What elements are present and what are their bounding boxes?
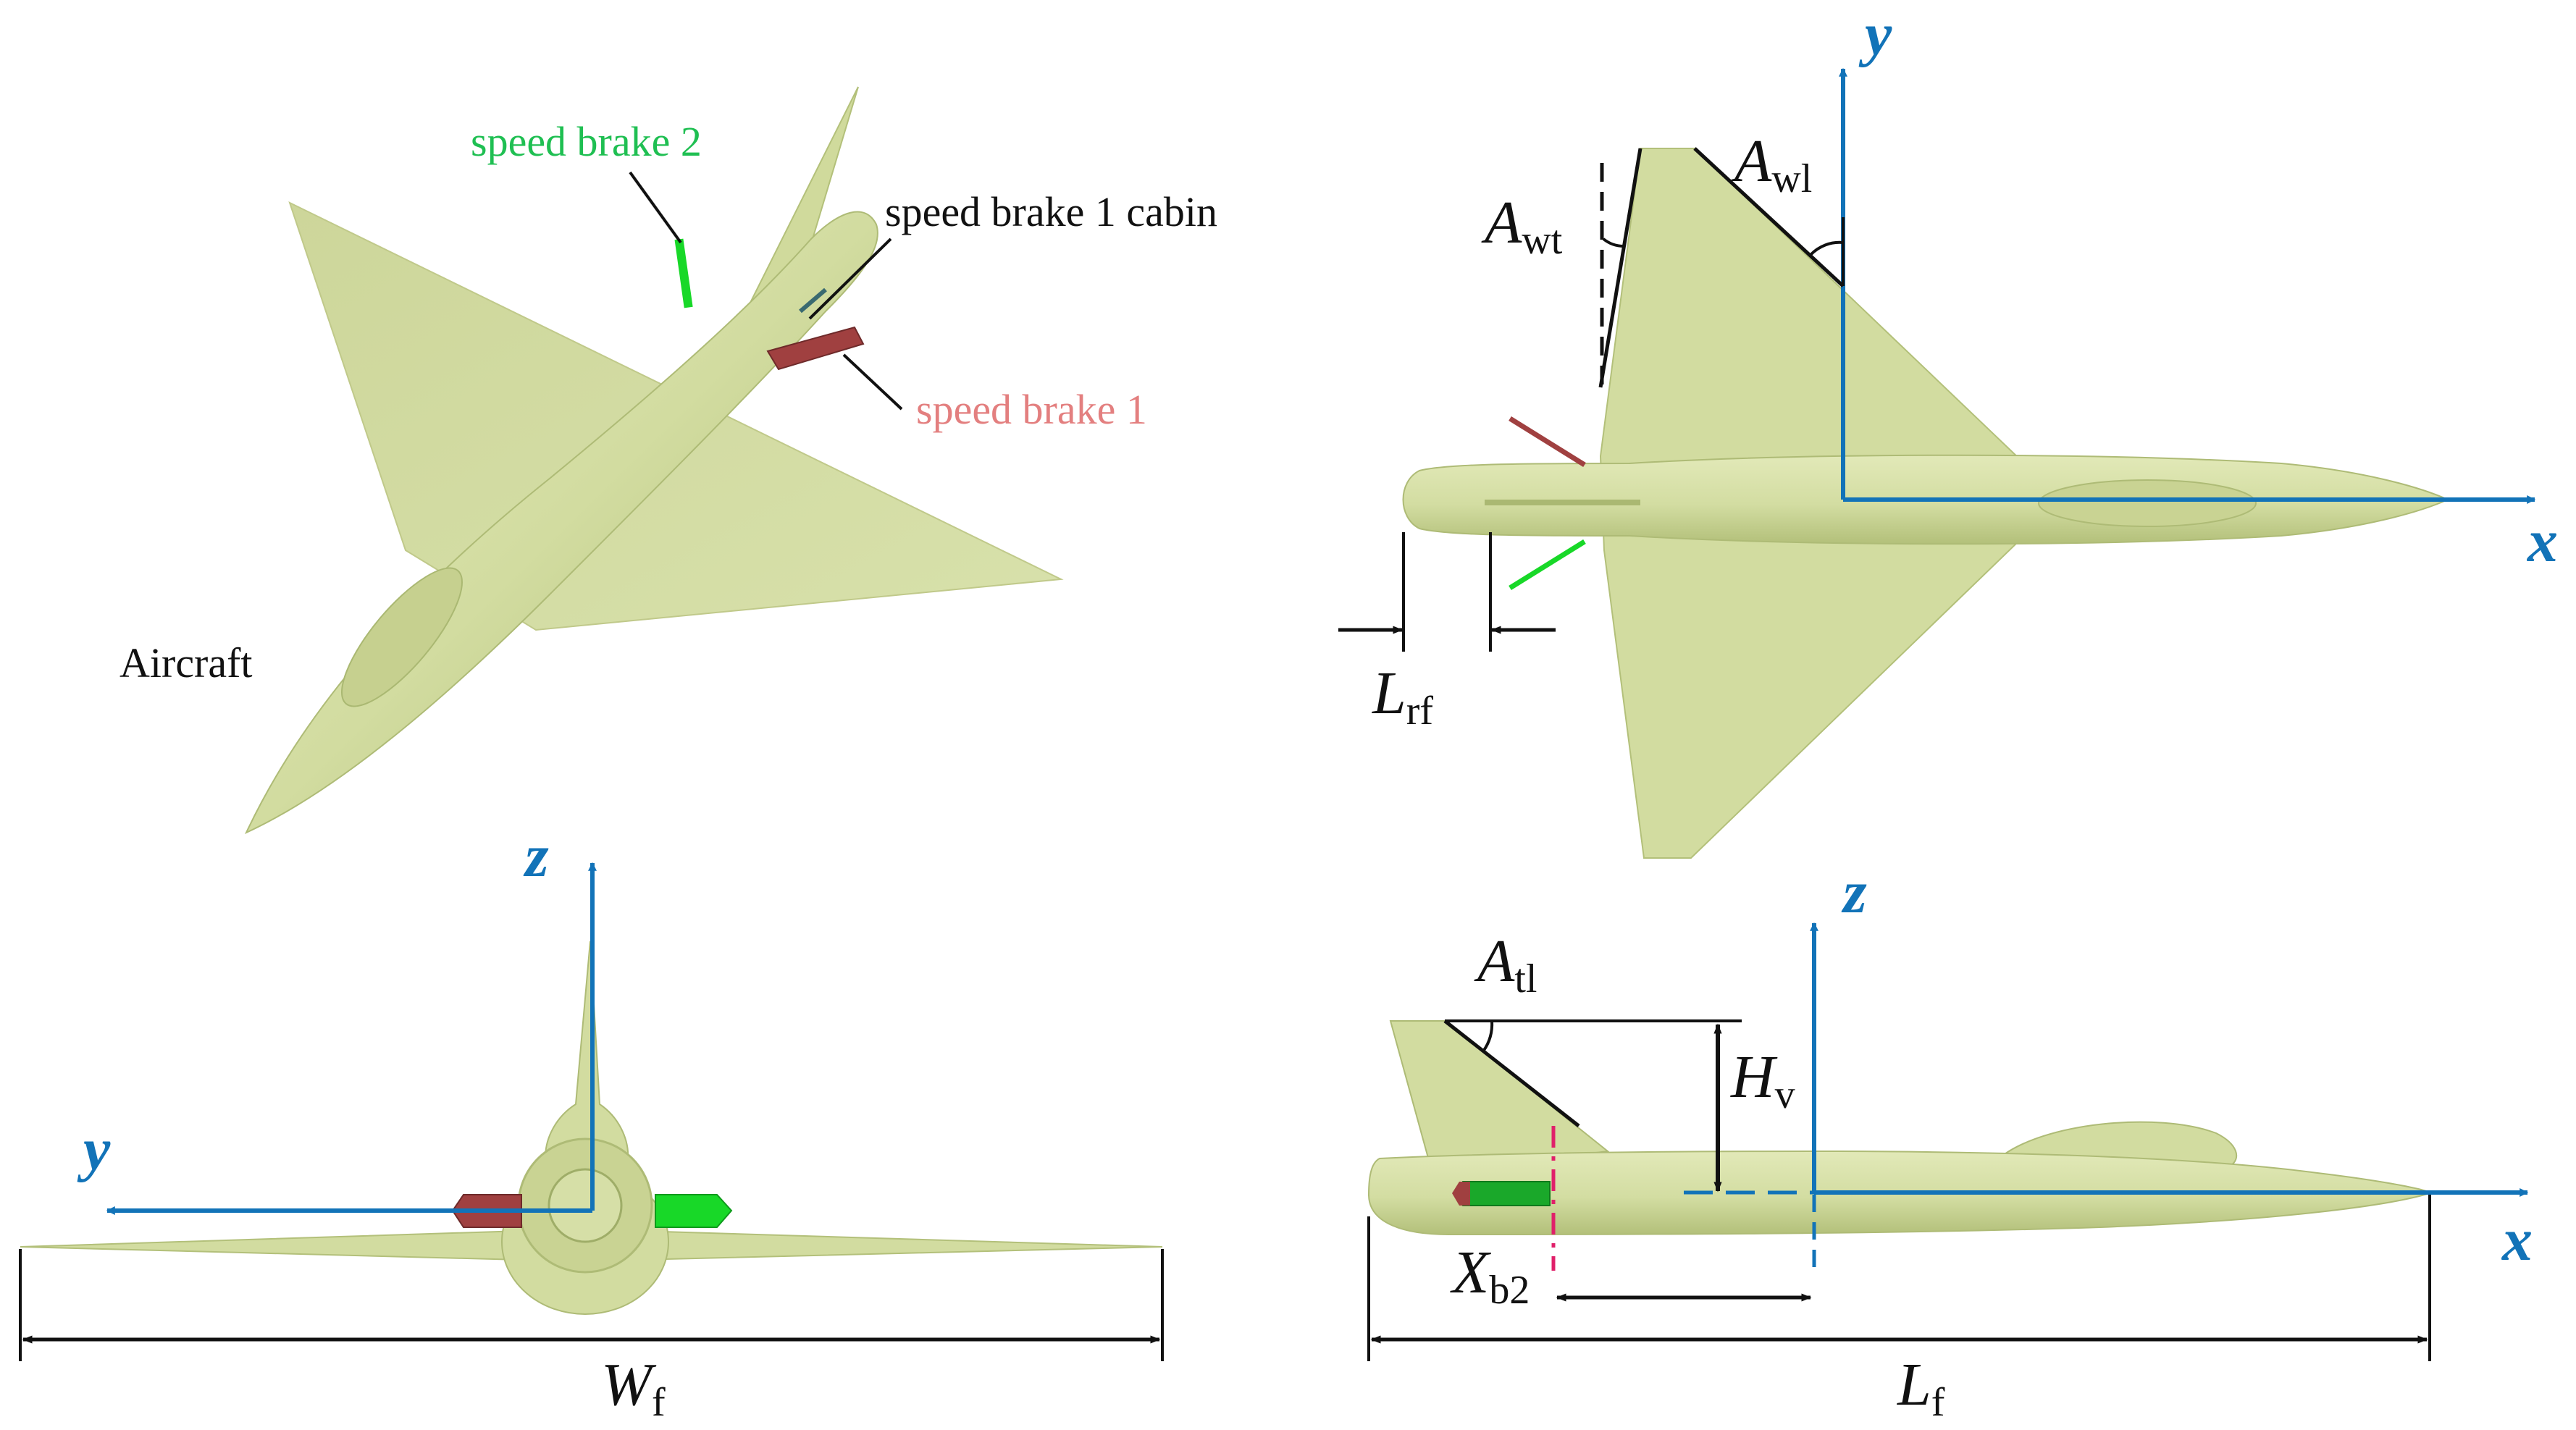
top-view-speed-brake-2 bbox=[1509, 539, 1586, 590]
top-view-canopy bbox=[2038, 479, 2257, 527]
lf-symbol: Lf bbox=[1897, 1351, 1945, 1425]
lrf-symbol: Lrf bbox=[1372, 660, 1433, 733]
front-view-speed-brake-2 bbox=[655, 1194, 733, 1228]
top-view-y-label: y bbox=[1858, 1, 1892, 68]
hv-symbol: Hv bbox=[1730, 1043, 1795, 1117]
awl-angle-arc bbox=[1809, 240, 1844, 256]
top-view-brake-cabin bbox=[1485, 500, 1640, 505]
side-view-tail bbox=[1389, 1020, 1610, 1167]
isometric-speed-brake-2 bbox=[674, 238, 693, 308]
panel-side-view: Atl Hv z x Xb2 Lf bbox=[1367, 859, 2533, 1425]
wf-main: W bbox=[601, 1351, 657, 1418]
awl-edge-line bbox=[1693, 147, 1845, 287]
wf-symbol: Wf bbox=[601, 1351, 666, 1425]
panel-isometric-view: speed brake 2 speed brake 1 cabin speed … bbox=[119, 86, 1217, 835]
isometric-canopy bbox=[341, 567, 463, 707]
front-view-nozzle-inner bbox=[547, 1168, 623, 1243]
awt-symbol: Awt bbox=[1481, 189, 1563, 263]
awt-edge-line bbox=[1598, 148, 1642, 388]
label-speed-brake-1: speed brake 1 bbox=[916, 386, 1147, 433]
awl-main: A bbox=[1731, 127, 1772, 195]
side-view-speed-brake-1 bbox=[1452, 1182, 1470, 1206]
hv-main: H bbox=[1730, 1043, 1778, 1111]
svg-text:Hv: Hv bbox=[1730, 1043, 1795, 1117]
atl-symbol: Atl bbox=[1474, 928, 1537, 1001]
svg-text:Awt: Awt bbox=[1481, 189, 1563, 263]
svg-text:Atl: Atl bbox=[1474, 928, 1537, 1001]
top-view-x-label: x bbox=[2526, 508, 2558, 575]
atl-sub: tl bbox=[1514, 956, 1537, 1001]
lrf-sub: rf bbox=[1406, 689, 1434, 733]
leader-speed-brake-2 bbox=[629, 171, 682, 244]
awt-angle-arc bbox=[1602, 237, 1624, 248]
xb2-main: X bbox=[1450, 1239, 1492, 1306]
front-view-z-label: z bbox=[523, 823, 549, 890]
awt-sub: wt bbox=[1522, 218, 1562, 263]
svg-text:Xb2: Xb2 bbox=[1450, 1239, 1530, 1313]
awt-main: A bbox=[1481, 189, 1522, 256]
side-view-z-label: z bbox=[1841, 859, 1867, 926]
atl-angle-arc bbox=[1482, 1020, 1494, 1053]
front-view-y-label: y bbox=[77, 1116, 111, 1183]
label-aircraft: Aircraft bbox=[119, 639, 253, 686]
lf-main: L bbox=[1897, 1351, 1931, 1418]
atl-main: A bbox=[1474, 928, 1515, 995]
lrf-main: L bbox=[1372, 660, 1406, 727]
wf-sub: f bbox=[652, 1380, 666, 1425]
svg-text:Wf: Wf bbox=[601, 1351, 666, 1425]
side-view-x-label: x bbox=[2501, 1206, 2533, 1274]
xb2-sub: b2 bbox=[1489, 1268, 1530, 1313]
label-speed-brake-2: speed brake 2 bbox=[471, 118, 702, 165]
isometric-speed-brake-1-cabin bbox=[799, 287, 827, 314]
label-speed-brake-1-cabin: speed brake 1 cabin bbox=[885, 188, 1217, 235]
svg-text:Lrf: Lrf bbox=[1372, 660, 1433, 733]
panel-front-view: z y Wf bbox=[19, 823, 1164, 1425]
svg-text:Lf: Lf bbox=[1897, 1351, 1945, 1425]
awl-symbol: Awl bbox=[1731, 127, 1812, 201]
isometric-speed-brake-1 bbox=[766, 326, 865, 371]
hv-sub: v bbox=[1775, 1072, 1795, 1117]
leader-speed-brake-1 bbox=[842, 353, 903, 411]
top-view-speed-brake-1 bbox=[1509, 416, 1586, 467]
panel-top-view: y x Awl Awt Lrf bbox=[1338, 1, 2558, 859]
leader-speed-brake-1-cabin bbox=[808, 237, 892, 320]
svg-text:Awl: Awl bbox=[1731, 127, 1812, 201]
awl-sub: wl bbox=[1771, 156, 1812, 201]
atl-edge-line bbox=[1443, 1019, 1580, 1127]
lf-sub: f bbox=[1931, 1380, 1945, 1425]
xb2-symbol: Xb2 bbox=[1450, 1239, 1530, 1313]
